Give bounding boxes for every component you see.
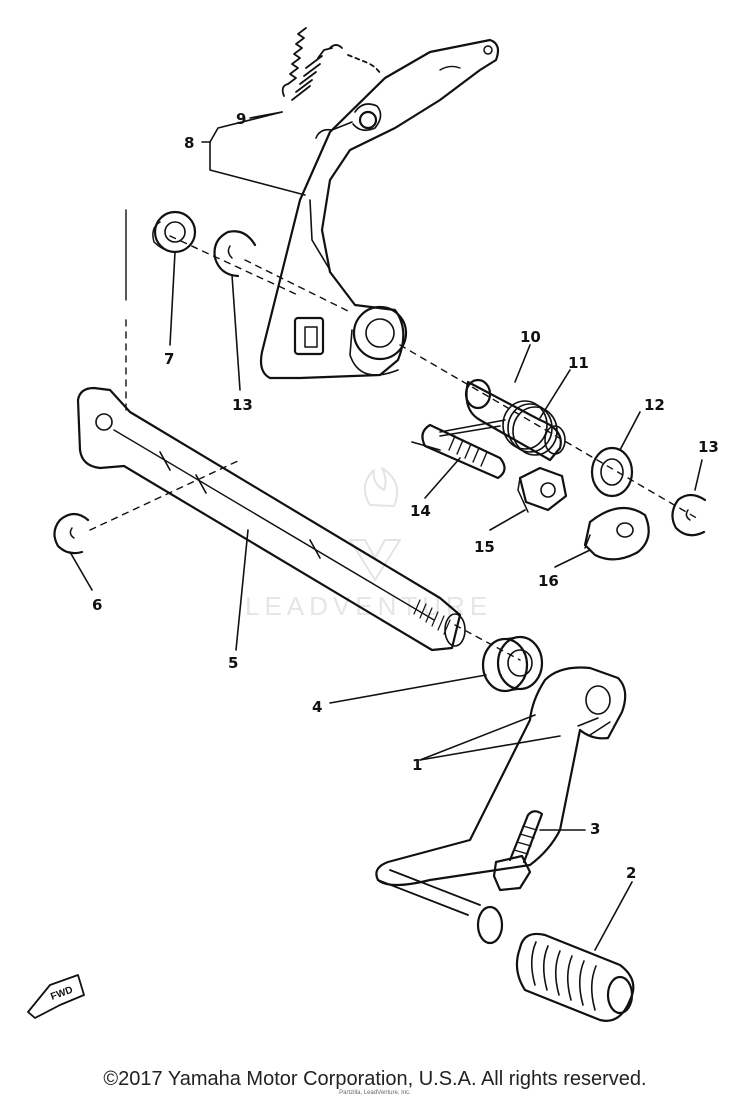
shift-pedal-part-1 — [375, 666, 627, 945]
bolt-part-14 — [411, 423, 506, 480]
bearing-part-4 — [481, 635, 544, 693]
bolt-part-3 — [492, 810, 544, 892]
callout-15: 15 — [474, 538, 495, 556]
nut-part-15 — [517, 466, 568, 513]
exploded-parts-diagram: LEADVENTURE — [27, 27, 719, 1022]
leadventure-watermark: LEADVENTURE — [245, 467, 492, 621]
circlip-part-6 — [53, 512, 90, 555]
circlip-part-13-right — [671, 493, 707, 537]
copyright-notice: ©2017 Yamaha Motor Corporation, U.S.A. A… — [103, 1068, 647, 1090]
callout-10: 10 — [520, 328, 541, 346]
callout-13-right: 13 — [698, 438, 719, 456]
small-attribution: Partzilla, LeadVenture, Inc. — [339, 1090, 411, 1096]
callout-9: 9 — [236, 110, 246, 128]
collar-part-7 — [152, 210, 197, 254]
callout-4: 4 — [312, 698, 322, 716]
callout-8: 8 — [184, 134, 194, 152]
spring-part-9 — [281, 27, 381, 101]
callout-11: 11 — [568, 354, 589, 372]
spring-part-11 — [439, 400, 558, 456]
callout-5: 5 — [228, 654, 238, 672]
watermark-text: LEADVENTURE — [245, 591, 492, 621]
callout-13-upper: 13 — [232, 396, 253, 414]
circlip-part-13-upper — [213, 230, 257, 278]
callout-6: 6 — [92, 596, 102, 614]
callout-14: 14 — [410, 502, 431, 520]
callout-7: 7 — [164, 350, 174, 368]
callout-12: 12 — [644, 396, 665, 414]
pin-part-10 — [464, 378, 566, 462]
callout-3: 3 — [590, 820, 600, 838]
assembly-axis-lines — [89, 209, 701, 661]
plate-part-16 — [583, 506, 650, 561]
callout-16: 16 — [538, 572, 559, 590]
shift-arm-part-8 — [259, 38, 500, 380]
shift-shaft-part-5 — [76, 386, 466, 652]
footrest-rubber-part-2 — [515, 932, 635, 1022]
callout-2: 2 — [626, 864, 636, 882]
callout-1: 1 — [412, 756, 422, 774]
leader-lines — [69, 111, 703, 951]
washer-part-12 — [590, 446, 634, 498]
forward-arrow-icon: FWD — [27, 974, 85, 1019]
